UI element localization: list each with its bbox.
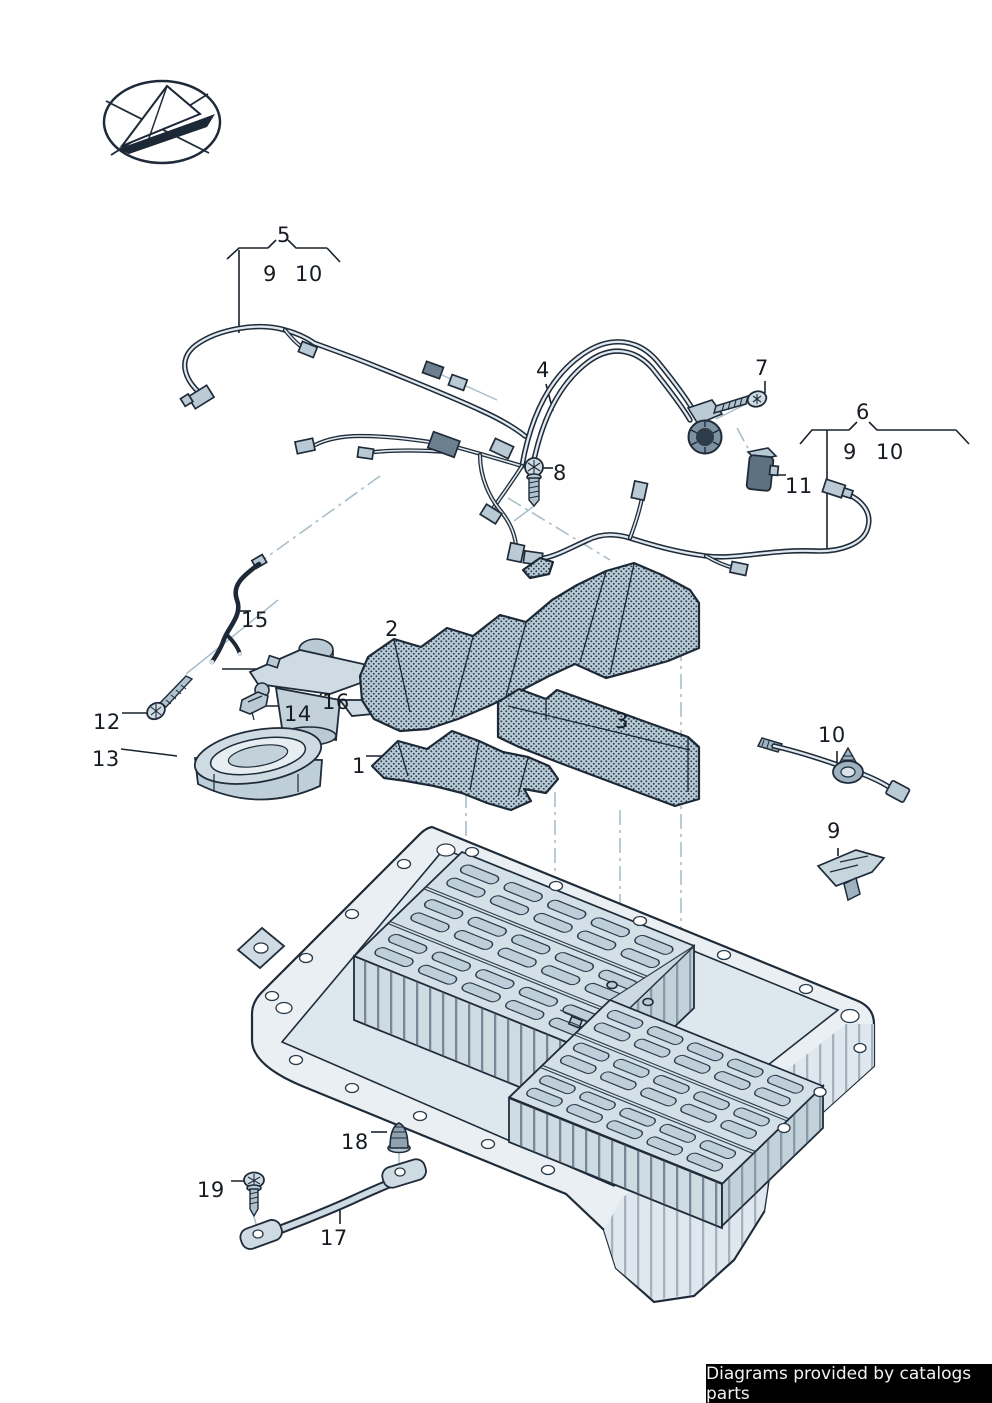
retaining-strap-17 <box>239 1158 427 1250</box>
battery-tray <box>236 825 876 1304</box>
tray-flange-holes <box>264 843 867 1176</box>
insulation-part-3 <box>496 687 701 808</box>
callout-label-14[interactable]: 14 <box>284 702 312 726</box>
callout-label-19[interactable]: 19 <box>197 1178 225 1202</box>
callout-label-17[interactable]: 17 <box>320 1226 348 1250</box>
footer-text: Diagrams provided by catalogs parts <box>706 1363 972 1403</box>
callout-label-5[interactable]: 5 <box>277 223 291 247</box>
callout-label-3[interactable]: 3 <box>615 709 629 733</box>
screw-7 <box>712 390 768 415</box>
screw-8 <box>524 457 544 508</box>
callout-label-1[interactable]: 1 <box>352 754 366 778</box>
round-connector <box>686 399 724 455</box>
callout-label-8[interactable]: 8 <box>553 461 567 485</box>
callout-label-18[interactable]: 18 <box>341 1130 369 1154</box>
callout-label-10c[interactable]: 10 <box>818 723 846 747</box>
callout-label-6[interactable]: 6 <box>856 400 870 424</box>
clip-14 <box>239 691 269 721</box>
callout-label-7[interactable]: 7 <box>755 356 769 380</box>
clip-9 <box>816 849 886 902</box>
callout-label-15[interactable]: 15 <box>241 608 269 632</box>
cable-tie-10 <box>756 737 911 803</box>
callout-label-10a[interactable]: 10 <box>295 262 323 286</box>
ring-13 <box>193 727 323 801</box>
battery-module-group-b <box>507 998 825 1230</box>
ground-wire-15 <box>209 553 268 665</box>
callout-label-16[interactable]: 16 <box>322 690 350 714</box>
grommet-18 <box>387 1122 411 1154</box>
wiring-harness-5 <box>179 323 528 439</box>
callout-label-4[interactable]: 4 <box>536 358 550 382</box>
callout-label-13[interactable]: 13 <box>92 747 120 771</box>
catalogs-parts-logo <box>102 79 222 165</box>
insulation-part-2 <box>358 556 701 733</box>
callout-label-12[interactable]: 12 <box>93 710 121 734</box>
callout-label-10b[interactable]: 10 <box>876 440 904 464</box>
screw-12 <box>146 675 194 721</box>
screw-19 <box>243 1171 265 1218</box>
callout-label-9b[interactable]: 9 <box>843 440 857 464</box>
callout-label-9a[interactable]: 9 <box>263 262 277 286</box>
callout-label-9c[interactable]: 9 <box>827 819 841 843</box>
insulation-part-1 <box>370 729 560 812</box>
connector-11 <box>745 447 780 492</box>
wiring-harness-4 <box>293 339 724 564</box>
wiring-harness-6 <box>522 478 872 577</box>
footer-watermark: Diagrams provided by catalogs parts <box>706 1364 992 1403</box>
callout-label-11[interactable]: 11 <box>785 474 813 498</box>
callout-label-2[interactable]: 2 <box>385 617 399 641</box>
